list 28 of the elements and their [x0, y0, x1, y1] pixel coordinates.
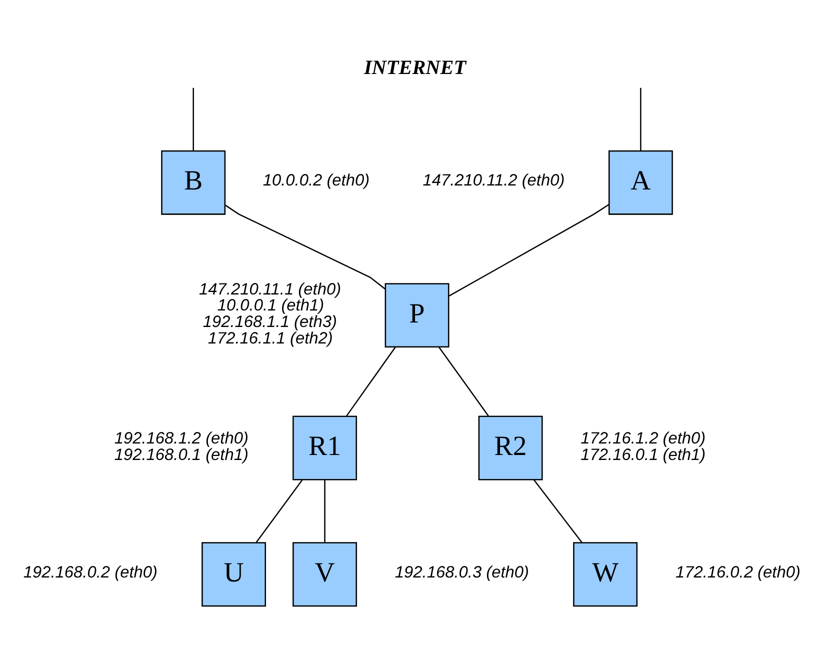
- node-box: R1: [292, 415, 357, 480]
- node-label: 147.210.11.2 (eth0): [422, 171, 565, 190]
- connector: [640, 87, 642, 150]
- connector: [224, 204, 386, 289]
- node-box: R2: [478, 415, 543, 480]
- node-box: V: [292, 542, 357, 606]
- node-label: 172.16.1.2 (eth0): [580, 428, 706, 447]
- connector: [448, 204, 610, 296]
- node-label: 192.168.0.3 (eth0): [394, 562, 530, 581]
- node-label: 192.168.1.2 (eth0): [114, 428, 248, 447]
- node-label: 192.168.1.1 (eth3): [202, 312, 337, 331]
- connector: [192, 87, 194, 150]
- connector: [256, 478, 303, 542]
- connector: [346, 346, 396, 416]
- node-box: W: [573, 542, 638, 606]
- node-label: 147.210.11.1 (eth0): [199, 280, 342, 298]
- connector: [533, 478, 582, 542]
- node-label: 172.16.0.2 (eth0): [675, 562, 800, 581]
- node-box: A: [608, 150, 673, 214]
- connector: [438, 346, 489, 416]
- node-box: P: [384, 282, 450, 348]
- node-box: U: [202, 542, 266, 606]
- node-box: B: [161, 150, 226, 214]
- node-label: 10.0.0.2 (eth0): [262, 171, 370, 190]
- connector: [324, 479, 326, 542]
- diagram-title: INTERNET: [364, 56, 466, 79]
- node-label: 192.168.0.2 (eth0): [23, 562, 158, 581]
- node-label: 172.16.1.1 (eth2): [208, 329, 333, 348]
